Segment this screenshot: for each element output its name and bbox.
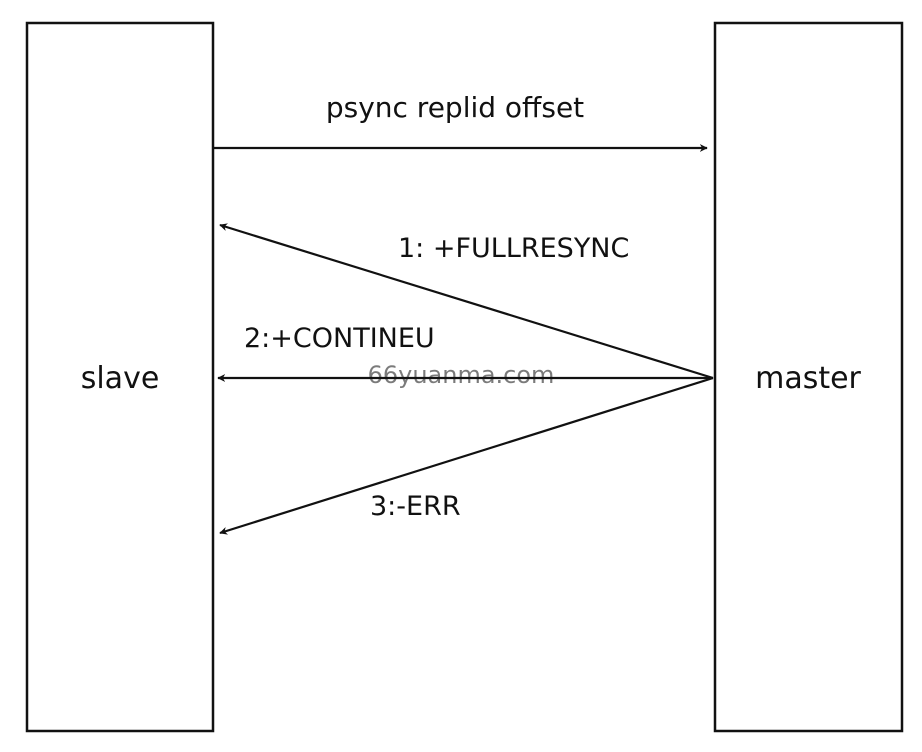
slave-box <box>25 21 215 733</box>
master-label: master <box>755 361 861 396</box>
err-arrow <box>219 376 714 535</box>
fullresync-label: 1: +FULLRESYNC <box>398 233 629 264</box>
err-label: 3:-ERR <box>370 491 461 522</box>
slave-label: slave <box>81 361 160 396</box>
master-box <box>713 21 904 733</box>
fullresync-arrow <box>219 223 714 380</box>
watermark-text: 66yuanma.com <box>368 361 555 389</box>
continue-label: 2:+CONTINEU <box>244 323 435 354</box>
psync-request-label: psync replid offset <box>326 91 584 124</box>
